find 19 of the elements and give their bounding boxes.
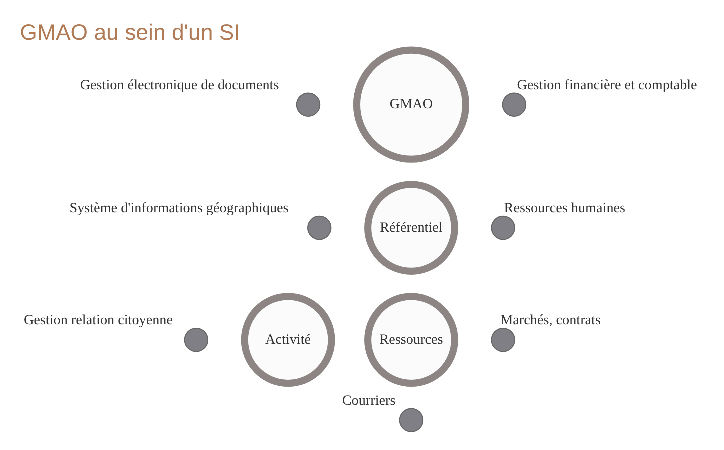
node-circle <box>296 92 321 117</box>
node-circle: Ressources <box>364 293 458 388</box>
node-circle <box>491 328 516 352</box>
node-circle: Référentiel <box>364 181 458 275</box>
node-label: Système d'informations géographiques <box>70 200 289 217</box>
node-circle <box>184 328 209 352</box>
node-circle <box>399 408 424 432</box>
node-circle <box>491 216 516 240</box>
node-circle: GMAO <box>353 46 470 163</box>
node-circle <box>502 92 527 117</box>
node-label: Gestion relation citoyenne <box>24 312 174 329</box>
node-label: Marchés, contrats <box>500 312 601 329</box>
node-label: Gestion électronique de documents <box>80 77 280 94</box>
node-label: Gestion financière et comptable <box>517 77 698 94</box>
node-label: Courriers <box>342 392 396 409</box>
node-circle: Activité <box>241 293 336 388</box>
node-circle <box>307 216 332 240</box>
node-label: Ressources humaines <box>504 200 626 217</box>
diagram-title: GMAO au sein d'un SI <box>20 20 240 45</box>
